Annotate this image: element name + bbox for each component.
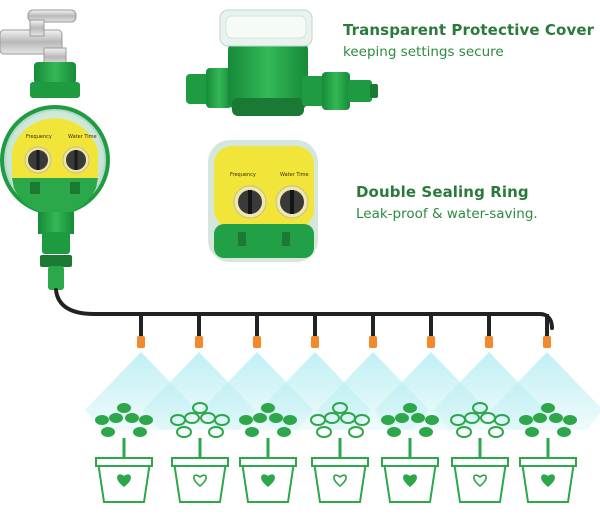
feature-title: Transparent Protective Cover [343,21,595,39]
sprinkler-icon [427,314,435,348]
sprinkler-icon [485,314,493,348]
feature-subtitle: keeping settings secure [343,44,504,60]
feature-sealing-ring: Double Sealing Ring Leak-proof & water-s… [356,183,538,222]
heart-icon [403,474,417,488]
feature-title: Double Sealing Ring [356,183,529,201]
faucet-icon [0,9,77,67]
plant-pot-icon [519,403,577,503]
timer-icon: Frequency Water Time [0,62,110,290]
hose [54,288,554,330]
water-time-dial-icon[interactable] [62,146,90,174]
mist-spray [491,352,600,430]
sprinkler-icon [137,314,145,348]
closeup-frequency-dial-icon [233,185,267,219]
heart-icon [333,474,347,488]
plant-pot-icon [170,402,230,503]
sprinkler-icon [311,314,319,348]
right-dial-label: Water Time [68,134,97,140]
sprinkler-icon [253,314,261,348]
timer-face-closeup-icon: Frequency Water Time [208,140,318,262]
heart-icon [193,474,207,488]
plant-pot-icon [450,402,510,503]
heart-icon [473,474,487,488]
plant-pot-icon [310,402,370,503]
sprinkler-nozzles [137,314,551,348]
feature-transparent-cover: Transparent Protective Cover keeping set… [343,21,594,60]
plant-pot-icon [381,403,439,503]
sprinkler-icon [195,314,203,348]
timer-side-view-icon [186,9,378,116]
feature-subtitle: Leak-proof & water-saving. [356,206,538,222]
closeup-left-dial-label: Frequency [230,172,256,178]
left-dial-label: Frequency [26,134,52,140]
plant-pot-icon [95,403,153,503]
plant-pots [95,402,577,503]
mist-sprays [85,352,600,430]
sprinkler-icon [543,314,551,348]
frequency-dial-icon[interactable] [24,146,52,174]
heart-icon [261,474,275,488]
closeup-right-dial-label: Water Time [280,172,309,178]
plant-pot-icon [239,403,297,503]
sprinkler-icon [369,314,377,348]
heart-icon [541,474,555,488]
heart-icon [117,474,131,488]
closeup-water-time-dial-icon [275,185,309,219]
